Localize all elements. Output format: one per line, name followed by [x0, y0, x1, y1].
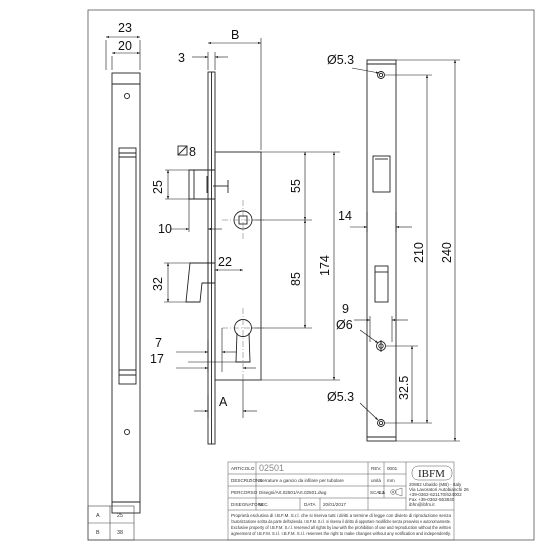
rev-label: REV.: [371, 466, 381, 471]
variant-b-value: 38: [117, 530, 123, 536]
dim-85: 85: [289, 272, 303, 286]
company-line-2: Via Lavoratori Autobianchi 26: [409, 487, 469, 492]
disegnatore-label: DISEGNATORE: [231, 502, 264, 507]
centerlines: [222, 200, 264, 380]
unita-value: mm: [387, 478, 395, 483]
articolo-label: ARTICOLO: [231, 466, 255, 471]
company-logo: IBFM: [418, 468, 445, 480]
dim-55: 55: [289, 179, 303, 193]
dim-20: 20: [118, 39, 132, 53]
legal-notice-line-1: Proprietà esclusiva di I.B.F.M. S.r.l. c…: [231, 513, 451, 518]
dim-23: 23: [118, 21, 132, 35]
data-value: 20/01/2017: [323, 502, 346, 507]
dim-B: B: [231, 28, 239, 42]
dim-240: 240: [440, 242, 454, 263]
variant-table: [87, 505, 135, 541]
legal-notice-line-2: l'autorizzazione scritta da parte dell'a…: [231, 519, 451, 524]
percorso-label: PERCORSO: [231, 490, 258, 495]
company-line-1: 20882 Ubaldo (MB) - Italy: [409, 482, 462, 487]
dim-7: 7: [155, 336, 162, 350]
legal-notice-line-3: Exclusive property of I.B.F.M. S.r.l. re…: [231, 525, 451, 530]
variant-a-code: A: [96, 513, 100, 519]
scala-label: SCALA: [370, 490, 386, 495]
dim-14: 14: [338, 209, 352, 223]
dim-174: 174: [318, 255, 332, 276]
dim-17: 17: [150, 352, 164, 366]
company-line-3: +39-0362-621170/624002: [409, 492, 462, 497]
title-block: [227, 461, 455, 541]
dim-210: 210: [412, 242, 426, 263]
dimension-lines: [105, 35, 460, 442]
descrizione-value: Serrature a gancio da infilare per tubol…: [259, 478, 344, 483]
dim-9: 9: [342, 302, 349, 316]
percorso-value: Disegni/Art.02501/Art.02501.dwg: [259, 490, 327, 495]
dim-diameter-5-3-bottom: Ø5.3: [327, 390, 354, 404]
company-line-4: Fax +39-0362-563840: [409, 497, 455, 502]
dim-A: A: [219, 395, 228, 409]
dim-3: 3: [178, 51, 185, 65]
variant-a-value: 25: [117, 513, 123, 519]
faceplate-view: [366, 59, 397, 442]
dim-8: 8: [189, 145, 196, 159]
disegnatore-value: M.C.: [259, 502, 269, 507]
dim-diameter-5-3-top: Ø5.3: [327, 53, 354, 67]
lock-side-view: [111, 72, 141, 514]
sheet-border: [87, 9, 535, 541]
legal-notice-line-4: agreement of I.B.F.M. S.r.l. I.B.F.M. S.…: [231, 531, 451, 536]
dim-32-5: 32.5: [397, 376, 411, 400]
dim-22: 22: [218, 255, 232, 269]
dim-25: 25: [151, 180, 165, 194]
data-label: DATA: [304, 502, 317, 507]
scala-value: 1:1: [378, 490, 385, 495]
unita-label: unità: [371, 478, 381, 483]
company-line-5: ibfm@ibfm.it: [409, 502, 435, 507]
dim-32: 32: [151, 277, 165, 291]
variant-b-code: B: [96, 530, 100, 536]
rev-value: 0001: [387, 466, 398, 471]
descrizione-label: DESCRIZIONE: [231, 478, 262, 483]
dim-10: 10: [158, 222, 172, 236]
lock-front-view: [177, 71, 262, 445]
articolo-value: 02501: [259, 463, 284, 473]
dim-diameter-6: Ø6: [336, 318, 353, 332]
